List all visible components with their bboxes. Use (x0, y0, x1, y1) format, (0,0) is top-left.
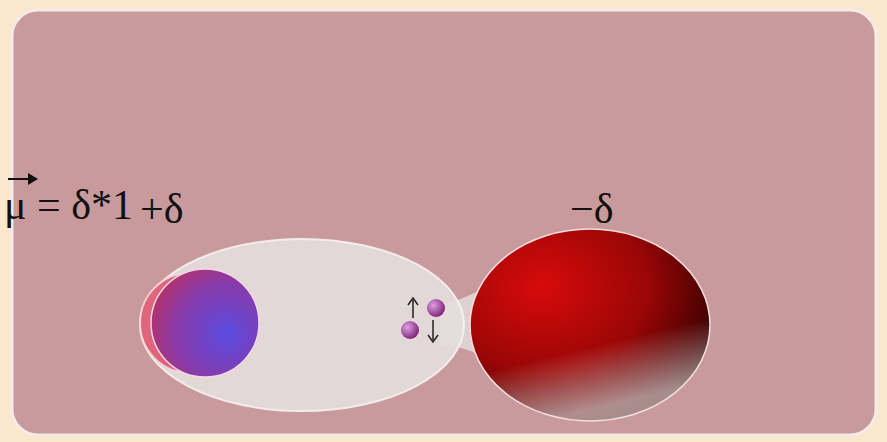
dipole-formula: μ = δ*1 (4, 184, 887, 226)
partial-charge: −δ (570, 188, 613, 230)
electron-cloud (140, 239, 464, 411)
positive-atom (151, 269, 259, 377)
electron-pair (401, 298, 445, 342)
panel (12, 10, 876, 435)
negative-atom-edge (470, 229, 710, 421)
partial-charge: +δ (140, 188, 183, 230)
negative-atom (470, 229, 710, 421)
